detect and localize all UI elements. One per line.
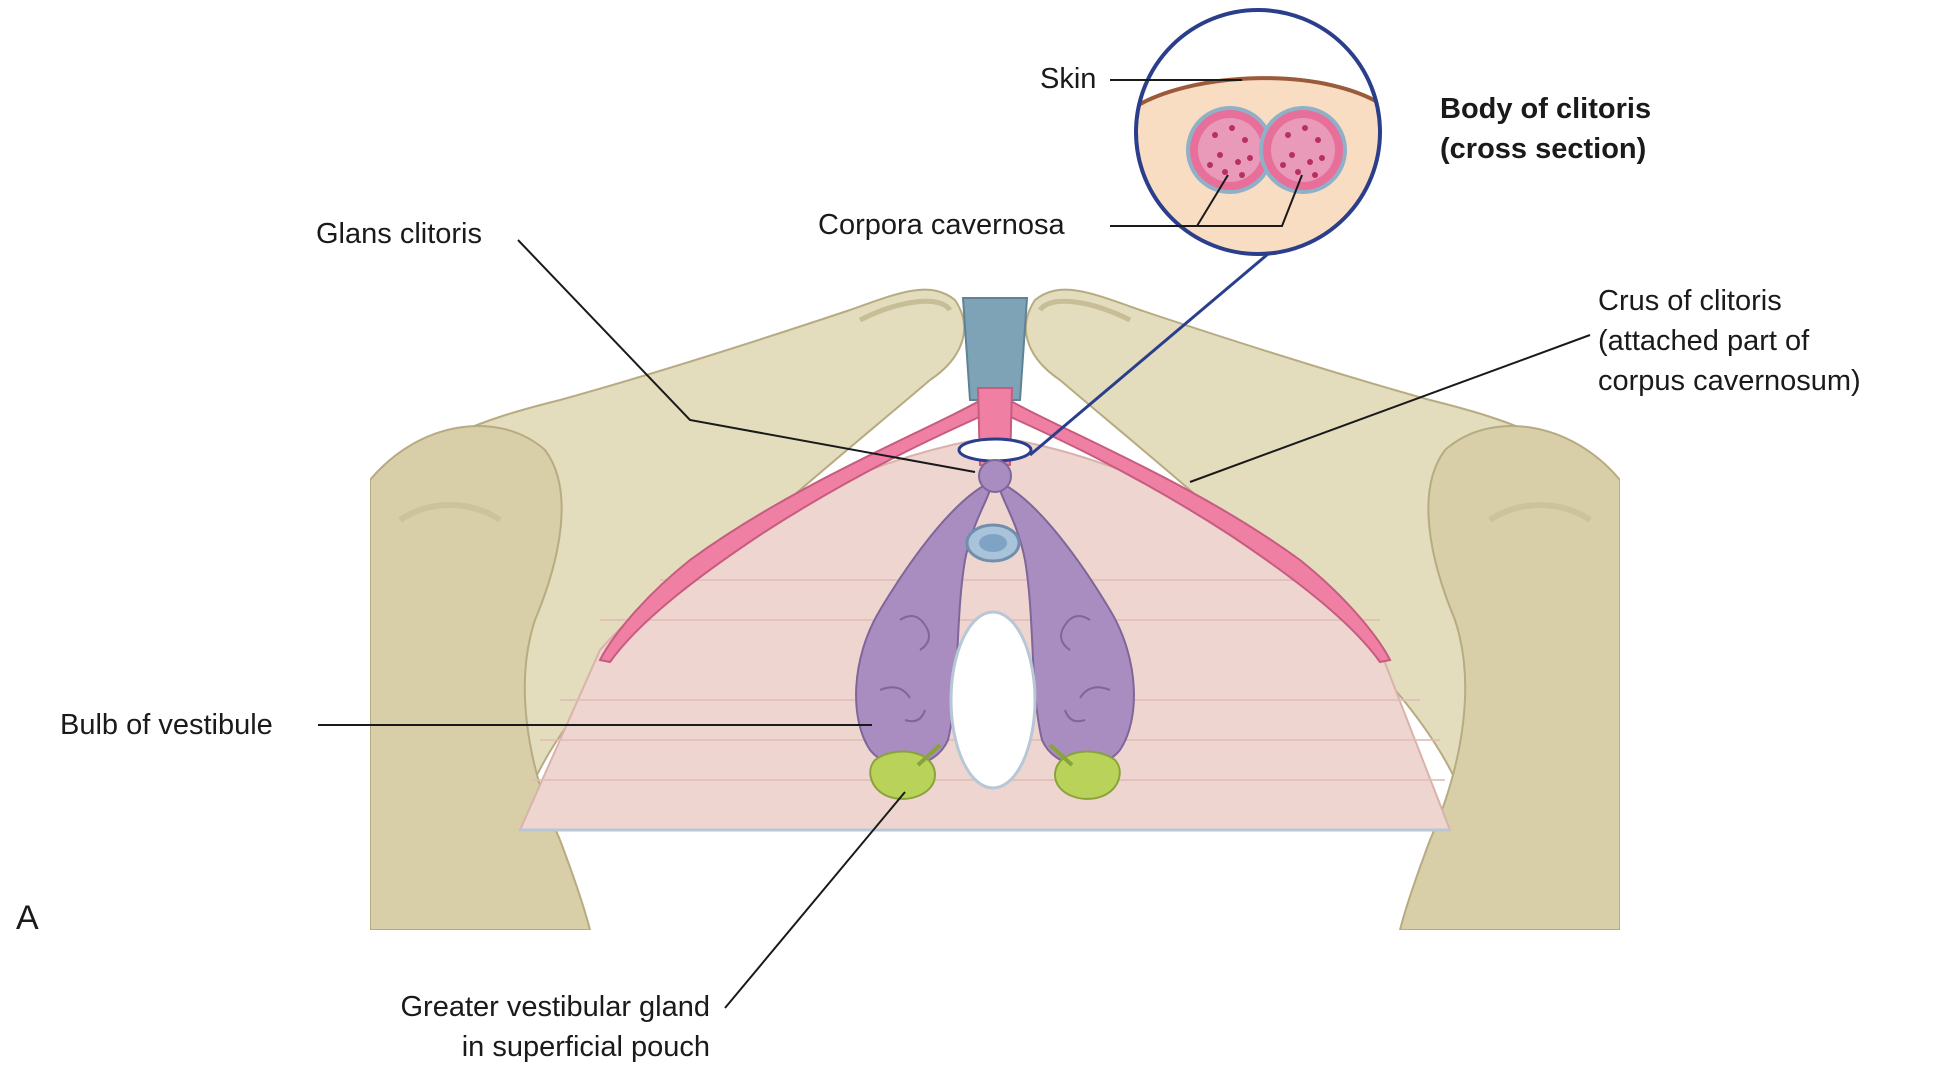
greater-gland-label-line2: in superficial pouch (461, 1031, 710, 1063)
inset-title-line1: Body of clitoris (1440, 93, 1652, 125)
crus-label-line1: Crus of clitoris (1598, 285, 1782, 317)
inset-ring (1134, 8, 1382, 256)
inset-connector-line (1029, 252, 1269, 457)
glans-clitoris (978, 459, 1012, 493)
glans-clitoris-label: Glans clitoris (316, 218, 482, 250)
panel-letter: A (16, 899, 39, 937)
crus-label-line3: corpus cavernosum) (1598, 365, 1861, 397)
corpora-cavernosa-leader-left (1196, 174, 1229, 227)
crus-label-line2: (attached part of (1598, 325, 1810, 357)
vaginal-orifice (949, 610, 1037, 790)
glans-clitoris-leader (517, 239, 976, 473)
corpora-cavernosa-leader (1110, 174, 1303, 227)
left-crus-of-clitoris (598, 393, 997, 664)
right-ischial-bone (1398, 425, 1620, 930)
inset-section-marker (957, 437, 1033, 463)
greater-gland-label-line1: Greater vestibular gland (400, 991, 711, 1023)
bulb-of-vestibule-label: Bulb of vestibule (60, 709, 273, 741)
perineum-illustration (370, 250, 1620, 930)
pubic-symphysis (961, 297, 1029, 401)
skin-label: Skin (1040, 63, 1097, 95)
right-crus-of-clitoris (993, 393, 1392, 664)
crus-leader (1189, 334, 1591, 483)
skin-surface (1136, 76, 1380, 112)
inset-cross-section (1029, 8, 1382, 457)
inset-title-line2: (cross section) (1440, 133, 1647, 165)
corpora-cavernosa-label: Corpora cavernosa (818, 209, 1065, 241)
leader-lines (318, 79, 1591, 1009)
greater-gland-leader (724, 791, 906, 1009)
